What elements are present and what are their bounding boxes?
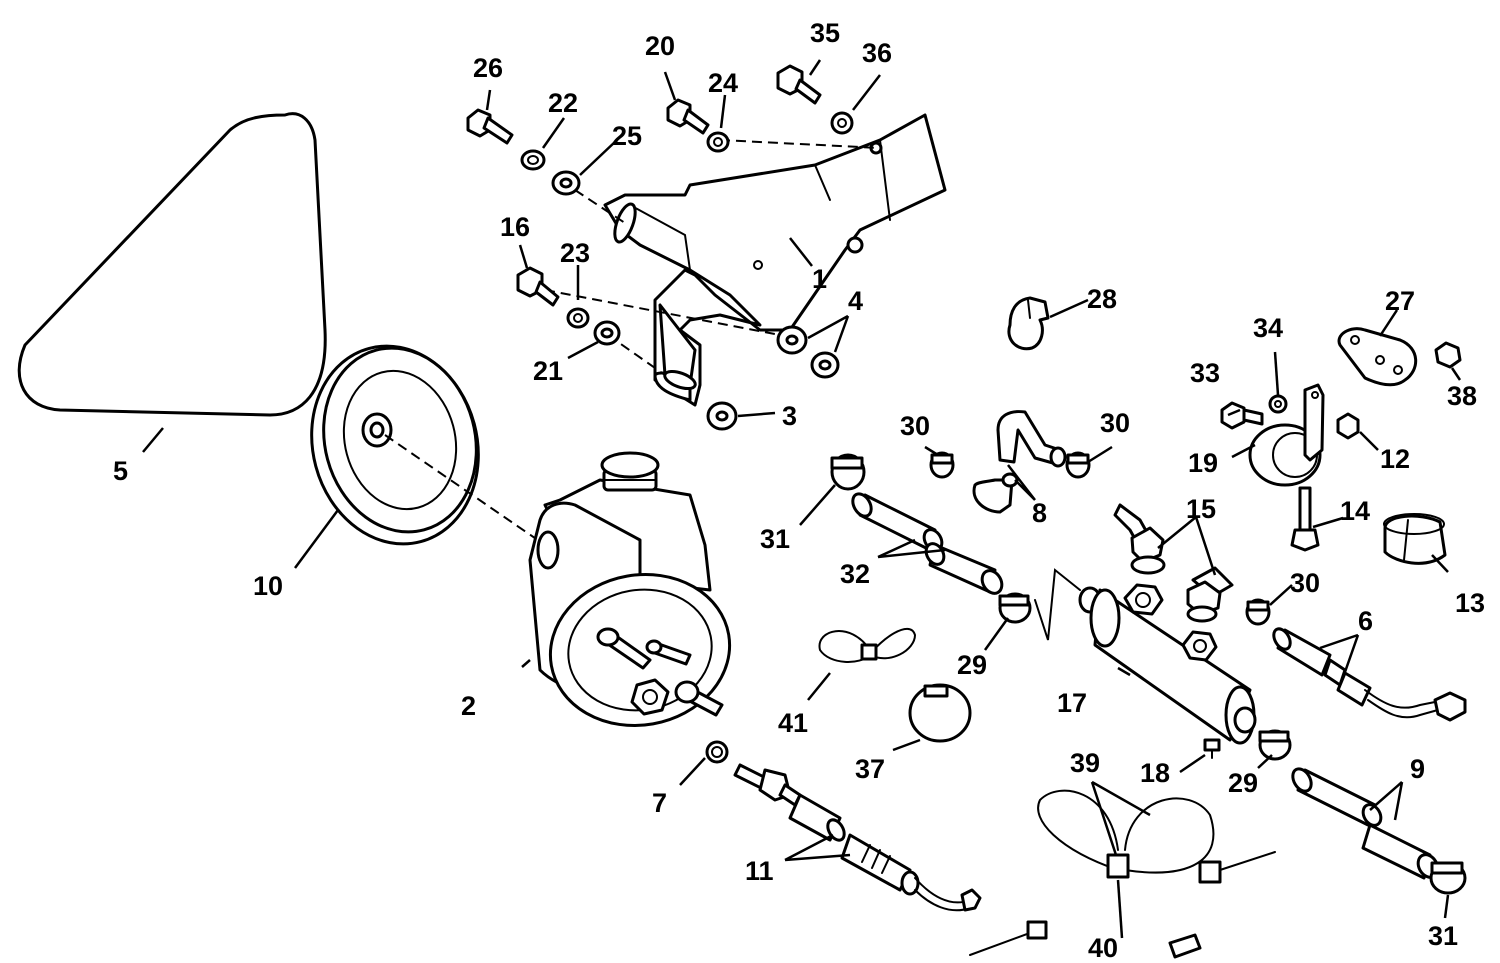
callout-9: 9 [1410,754,1425,784]
callout-16: 16 [500,212,530,242]
callout-31a: 31 [760,524,790,554]
callout-24: 24 [708,68,738,98]
callout-29b: 29 [1228,768,1258,798]
callout-10: 10 [253,571,283,601]
callout-2: 2 [461,691,476,721]
callout-20: 20 [645,31,675,61]
callout-12: 12 [1380,444,1410,474]
mounting-bracket [603,113,947,407]
hose-clamp-29b [1258,729,1292,761]
callout-18: 18 [1140,758,1170,788]
callout-27: 27 [1385,286,1415,316]
bolt-16 [516,266,560,307]
callout-13: 13 [1455,588,1485,618]
callout-31b: 31 [1428,921,1458,951]
hose-line-6 [1272,627,1467,722]
mounting-clamp-19 [1248,383,1325,487]
power-steering-pump [528,451,732,727]
formed-hose-8 [972,410,1067,514]
callout-19: 19 [1188,448,1218,478]
lock-washer-24 [706,131,730,153]
hose-clamp-31a [830,453,866,491]
bolt-26 [466,108,514,145]
hose-clamp-28 [1007,296,1050,351]
hose-clamp-30b [1065,451,1091,479]
oil-cooler [1078,583,1257,745]
callout-4: 4 [848,286,863,316]
callout-40: 40 [1088,933,1118,963]
plate-27 [1337,327,1418,387]
lock-washer-23 [566,307,590,329]
washer-25 [551,170,581,196]
callout-30c: 30 [1290,568,1320,598]
callout-5: 5 [113,456,128,486]
callout-11: 11 [745,856,774,886]
callout-25: 25 [612,121,642,151]
callout-15: 15 [1186,494,1216,524]
callout-35: 35 [810,18,840,48]
callout-3: 3 [782,401,797,431]
washer-3 [706,401,738,431]
hose-line-11 [705,740,982,912]
callout-28: 28 [1087,284,1117,314]
washers-4 [776,325,840,379]
drive-belt [17,112,327,417]
washer-21 [593,320,621,346]
callout-36: 36 [862,38,892,68]
hose-clamp-30c [1245,598,1271,626]
drain-plug-18 [1203,738,1221,759]
hose-clamp-31b [1429,861,1467,895]
callout-21: 21 [533,356,563,386]
bolt-14 [1290,486,1320,552]
fittings-15 [1113,503,1234,623]
callout-37: 37 [855,754,885,784]
callout-7: 7 [652,788,667,818]
bolt-20 [666,98,710,135]
callout-22: 22 [548,88,578,118]
bolt-35 [776,64,822,105]
leader-lines [142,59,1462,939]
callout-1: 1 [812,264,827,294]
cable-tie-41 [818,627,917,663]
hoses-32 [851,492,1004,595]
washer-34 [1268,394,1288,414]
bolt-33 [1220,401,1264,430]
clamp-13 [1383,513,1447,565]
lock-washer-22 [520,149,546,171]
callout-39: 39 [1070,748,1100,778]
anchor-40 [1168,933,1202,959]
nut-12 [1336,412,1360,440]
callout-8: 8 [1032,498,1047,528]
callout-38: 38 [1447,381,1477,411]
callout-34: 34 [1253,313,1283,343]
callout-numbers: 1 2 3 4 5 6 7 8 9 10 11 12 13 14 15 16 1… [113,18,1485,963]
nut-38 [1434,341,1462,369]
callout-23: 23 [560,238,590,268]
pulley [310,344,480,546]
callout-26: 26 [473,53,503,83]
lock-washer-36 [830,111,854,135]
hose-clamp-29a [998,592,1032,624]
callout-32: 32 [840,559,870,589]
hose-clamp-30a [929,451,955,479]
callout-30a: 30 [900,411,930,441]
callout-14: 14 [1340,496,1370,526]
callout-30b: 30 [1100,408,1130,438]
callout-33: 33 [1190,358,1220,388]
callout-17: 17 [1057,688,1087,718]
callout-6: 6 [1358,606,1373,636]
clamp-37 [908,683,972,743]
callout-41: 41 [778,708,808,738]
callout-29a: 29 [957,650,987,680]
